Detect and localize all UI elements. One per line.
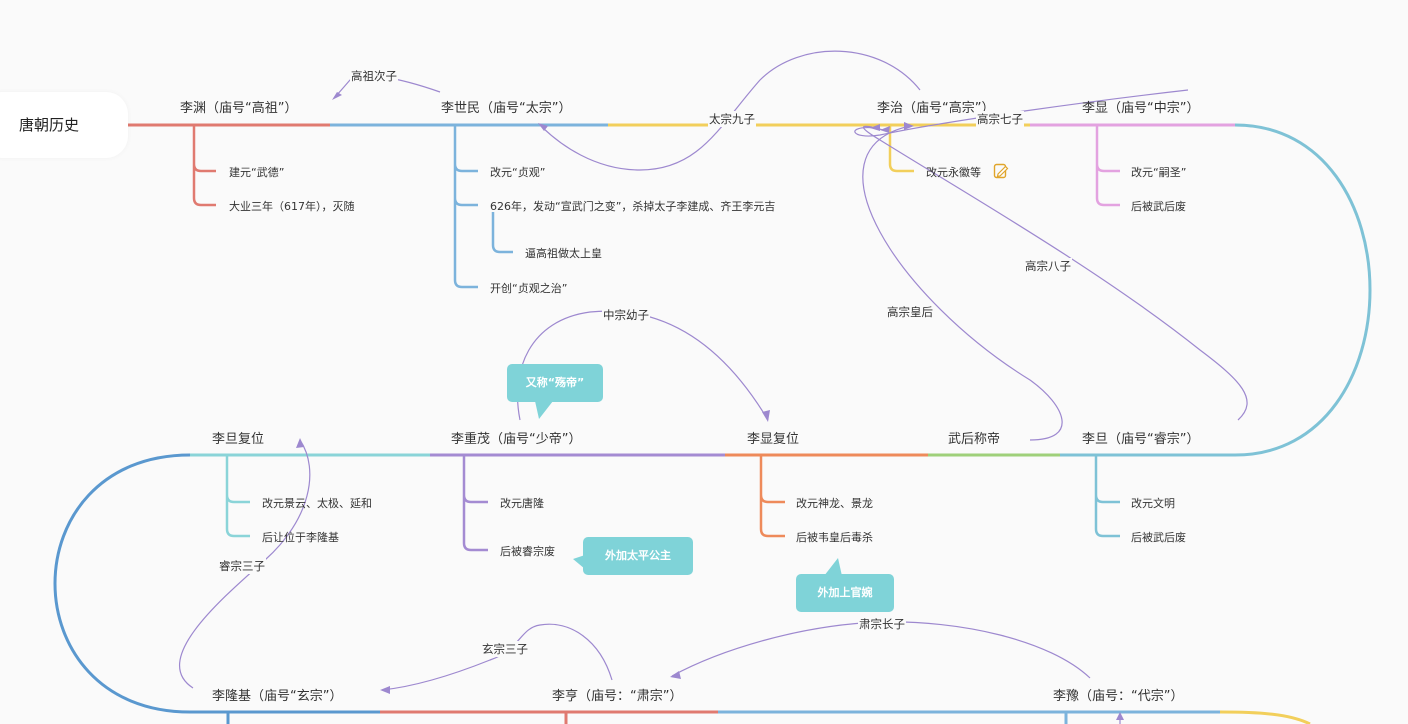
leaf-li-xian-restore-1[interactable]: 改元神龙、景龙 [796, 497, 873, 510]
rel-label-gaozong-seventh-son[interactable]: 高宗七子 [976, 111, 1024, 127]
node-li-shimin[interactable]: 李世民（庙号“太宗”） [441, 101, 572, 116]
leaf-li-shimin-3[interactable]: 逼高祖做太上皇 [525, 247, 602, 260]
node-li-xian[interactable]: 李显（庙号“中宗”） [1082, 101, 1200, 116]
rel-gaozong-empress [862, 125, 1063, 441]
callout-shao-di-text: 又称“殇帝” [507, 364, 603, 402]
node-li-heng[interactable]: 李亨（庙号：“肃宗”） [552, 689, 683, 704]
callout-shangguan[interactable]: 外加上官婉 [796, 558, 894, 612]
branch-li-shimin [453, 125, 513, 289]
node-li-yu[interactable]: 李豫（庙号：“代宗”） [1053, 689, 1184, 704]
leaf-li-shimin-2[interactable]: 626年，发动“宣武门之变”，杀掉太子李建成、齐王李元吉 [490, 200, 776, 213]
leaf-li-xian-1[interactable]: 改元“嗣圣” [1131, 166, 1187, 179]
rel-xuanzong-third-son [381, 623, 613, 691]
leaf-li-dan-restore-2[interactable]: 后让位于李隆基 [262, 531, 339, 544]
callout-taiping[interactable]: 外加太平公主 [573, 537, 693, 575]
branch-li-dan [1094, 455, 1120, 538]
callout-shangguan-text: 外加上官婉 [796, 574, 894, 612]
rel-label-suzong-eldest-son[interactable]: 肃宗长子 [858, 616, 906, 632]
node-li-yuan[interactable]: 李渊（庙号“高祖”） [180, 101, 298, 116]
trunk-turn-right [1234, 123, 1372, 457]
node-li-chongmao[interactable]: 李重茂（庙号“少帝”） [451, 432, 582, 447]
branch-li-chongmao [462, 455, 488, 552]
node-li-xian-restore[interactable]: 李显复位 [747, 432, 800, 447]
branch-li-dan-restore [225, 455, 250, 538]
callout-shangguan-tail [824, 558, 842, 576]
branch-li-zhi [888, 125, 914, 173]
leaf-li-yuan-1[interactable]: 建元“武德” [229, 166, 285, 179]
leaf-li-shimin-1[interactable]: 改元“贞观” [490, 166, 546, 179]
branch-li-xian [1095, 125, 1120, 207]
leaf-li-dan-2[interactable]: 后被武后废 [1131, 531, 1186, 544]
rel-label-gaozong-empress[interactable]: 高宗皇后 [886, 304, 934, 320]
leaf-li-shimin-4[interactable]: 开创“贞观之治” [490, 282, 568, 295]
root-label: 唐朝历史 [19, 116, 80, 134]
leaf-li-yuan-2[interactable]: 大业三年（617年），灭随 [229, 200, 355, 213]
trunk-turn-left [53, 453, 191, 714]
note-edit-icon[interactable] [993, 163, 1009, 179]
callout-shao-di-tail [535, 401, 553, 419]
callout-taiping-tail [573, 555, 585, 569]
rel-label-xuanzong-third-son[interactable]: 玄宗三子 [481, 641, 529, 657]
rel-label-taizong-ninth-son[interactable]: 太宗九子 [708, 111, 756, 127]
leaf-li-zhi-1[interactable]: 改元永徽等 [926, 166, 981, 179]
leaf-li-chongmao-2[interactable]: 后被睿宗废 [500, 545, 555, 558]
rel-label-ruizong-third-son[interactable]: 睿宗三子 [218, 558, 266, 574]
rel-gaozong-eighth-son [862, 125, 1248, 421]
branch-li-xian-restore [759, 455, 785, 538]
branch-li-yuan [192, 125, 216, 207]
callout-taiping-text: 外加太平公主 [583, 537, 693, 575]
node-li-dan[interactable]: 李旦（庙号“睿宗”） [1082, 432, 1200, 447]
node-li-longji[interactable]: 李隆基（庙号“玄宗”） [212, 689, 343, 704]
callout-shao-di[interactable]: 又称“殇帝” [507, 364, 603, 419]
leaf-li-dan-restore-1[interactable]: 改元景云、太极、延和 [262, 497, 372, 510]
rel-label-gaozong-eighth-son[interactable]: 高宗八子 [1024, 258, 1072, 274]
node-li-dan-restore[interactable]: 李旦复位 [212, 432, 265, 447]
root-node[interactable] [0, 92, 128, 158]
rel-label-zhongzong-youngest-son[interactable]: 中宗幼子 [602, 307, 650, 323]
node-wu-hou[interactable]: 武后称帝 [948, 432, 1001, 447]
node-li-zhi[interactable]: 李治（庙号“高宗”） [877, 101, 995, 116]
leaf-li-xian-2[interactable]: 后被武后废 [1131, 200, 1186, 213]
leaf-li-dan-1[interactable]: 改元文明 [1131, 497, 1175, 510]
leaf-li-chongmao-1[interactable]: 改元唐隆 [500, 497, 544, 510]
leaf-li-xian-restore-2[interactable]: 后被韦皇后毒杀 [796, 531, 873, 544]
rel-label-gaozu-second-son[interactable]: 高祖次子 [350, 68, 398, 84]
trunk-next [1219, 710, 1311, 724]
rel-gaozong-seventh-son [854, 89, 1189, 137]
